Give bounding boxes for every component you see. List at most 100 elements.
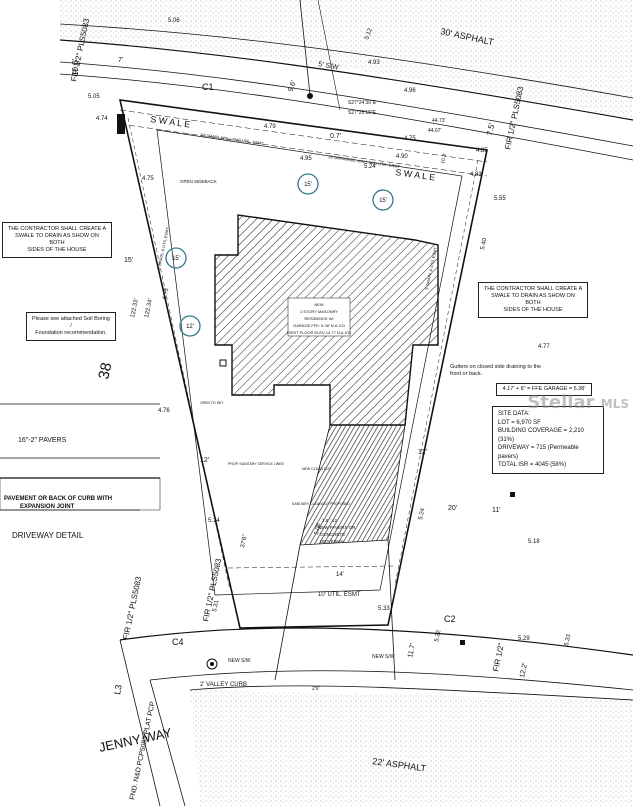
- elev-label: 5.24: [418, 507, 426, 520]
- site-data-building: BUILDING COVERAGE = 2,210 (31%): [498, 428, 584, 443]
- curve-c2: C2: [444, 614, 456, 624]
- ffe-note: 4.17' + 8" = FFE GARAGE = 5.38': [496, 383, 592, 396]
- elev-label: 4.76: [158, 408, 170, 414]
- elev-label: 5.24: [364, 164, 376, 170]
- fir-bottom-left2: FIR 1/2" PLS5083: [201, 557, 223, 622]
- top-road-edge: [59, 39, 633, 121]
- dim-label: S27°24'30"E: [348, 100, 377, 106]
- watermark-brand: Stellar: [527, 392, 595, 413]
- curve-c4: C4: [172, 637, 184, 647]
- dim-label: 122.34': [144, 298, 154, 318]
- dim-label: 7': [118, 57, 123, 64]
- marker-label: 15': [172, 256, 180, 262]
- driveway-label-line: DRIVEWAY: [320, 539, 344, 544]
- note-line: SWALE TO DRAIN AS SHOW ON BOTH: [15, 233, 99, 246]
- elev-label: 4.90: [396, 154, 408, 160]
- dim-label: 37'6": [240, 534, 249, 548]
- watermark: Stellar MLS: [527, 392, 629, 413]
- dim-label: 9.6': [287, 80, 297, 93]
- ffe-text: 4.17' + 8" = FFE GARAGE = 5.38': [502, 386, 586, 392]
- note-line: THE CONTRACTOR SHALL CREATE A: [483, 286, 583, 292]
- swale-right: S W A L E: [395, 167, 436, 182]
- detail-expansion: EXPANSION JOINT: [20, 504, 75, 510]
- dim-label: 11.7': [407, 643, 417, 659]
- circled-markers: 15'15'15'12': [165, 173, 394, 337]
- road-centerline: [299, 0, 311, 96]
- marker-circle: [179, 315, 201, 337]
- dim-label: 12': [200, 457, 209, 464]
- site-data-lot: LOT = 6,970 SF: [498, 419, 541, 426]
- dim-label: 122.33': [130, 298, 140, 318]
- dim-label: 10.3': [440, 153, 448, 165]
- sidewalk-line: [59, 61, 633, 147]
- dim-label: 44.67': [428, 128, 442, 134]
- note-line: SIDES OF THE HOUSE: [503, 307, 563, 313]
- valve: [307, 93, 313, 99]
- sidewalk-line2: [59, 73, 633, 161]
- fir-bottom-right: FIR 1/2": [491, 642, 506, 672]
- top-road-edge2: [59, 23, 633, 99]
- elev-label: 5.33: [378, 606, 390, 612]
- driveway-label-line: NEW PAVERS OR: [318, 525, 356, 530]
- site-data-driveway: DRIVEWAY = 715 (Permeable pavers): [498, 445, 579, 460]
- bottom-road-edge: [119, 627, 633, 656]
- elev-label: 4.75: [142, 176, 154, 182]
- marker-label: 15': [304, 182, 312, 188]
- prop-sanitary: PROP. SANITARY SERVICE LINES: [228, 462, 285, 466]
- elev-label: 5.29: [518, 636, 530, 642]
- fnd-bottom: FND. N&D PCP5083 PLAT PCP: [129, 701, 157, 801]
- dim-label: 0.7': [330, 133, 341, 140]
- elev-label: 5.55: [494, 196, 506, 202]
- site-data-box: SITE DATA: LOT = 6,970 SF BUILDING COVER…: [492, 406, 604, 474]
- curve-c1: C1: [202, 82, 214, 92]
- dim-label: 10' DRAIN. WALL AND UTIL. ESMT: [200, 132, 265, 146]
- elev-label: 4.85: [476, 148, 488, 154]
- dim-label: 7.5': [485, 122, 497, 137]
- house-note-line: 1 STORY MASONRY: [300, 309, 338, 314]
- elev-label: 5.12: [364, 27, 374, 41]
- elev-label: 4.96: [404, 88, 416, 94]
- note-line: Please see attached Soil Boring /: [32, 316, 110, 329]
- elev-label: 5.06: [168, 18, 180, 24]
- dim-label: 10.0': [71, 58, 80, 76]
- elev-label: 4.74: [96, 116, 108, 122]
- house-note-line: NEW: [314, 302, 324, 307]
- marker-circle: [297, 173, 319, 195]
- elev-label: 4.79: [264, 124, 276, 130]
- swale-top: S W A L E: [150, 114, 191, 129]
- driveway-label-line: 1.8 : 12: [322, 518, 338, 523]
- dim-label: S27°25'15"E: [348, 110, 377, 116]
- marker-label: 15': [379, 198, 387, 204]
- house-note-line: GARAGE FFE: 5.38' N.A.V.D: [293, 323, 345, 328]
- contractor-note-right: THE CONTRACTOR SHALL CREATE A SWALE TO D…: [478, 282, 588, 318]
- new-sw-left: NEW S/W: [228, 658, 251, 664]
- note-line: SWALE TO DRAIN AS SHOW ON BOTH: [491, 293, 575, 306]
- elev-label: 5.31: [212, 599, 220, 612]
- elev-label: 5.33: [564, 633, 572, 646]
- dim-label: 14': [336, 572, 344, 578]
- left-road-line: [119, 639, 161, 806]
- site-data-title: SITE DATA:: [498, 411, 530, 417]
- lot-boundary: [118, 99, 488, 629]
- dim-label: 15': [124, 257, 133, 264]
- house-note-line: RESIDENCE W/: [304, 316, 334, 321]
- elev-label: 4.77: [538, 344, 550, 350]
- lot-number: 38: [95, 361, 115, 381]
- bottom-road-asphalt: [190, 690, 633, 806]
- dim-label: 12': [418, 449, 427, 456]
- note-line: THE CONTRACTOR SHALL CREATE A: [7, 226, 107, 232]
- elev-label: 5.14: [208, 518, 220, 524]
- driveway-label-line: CONCRETE: [320, 532, 345, 537]
- new-clean-out: NEW CLEAN OUT: [302, 467, 332, 471]
- note-line: front or back.: [450, 371, 483, 377]
- elev-label: 4.75: [404, 136, 416, 142]
- valley-curb-label: 2' VALLEY CURB: [200, 682, 247, 688]
- sanitary-cleanout: SANITARY CLEANOUT PROPOSED: [292, 502, 350, 506]
- elev-label: 5.05: [88, 94, 100, 100]
- street-name: JENNY WAY: [98, 725, 174, 755]
- new-sw-right: NEW S/W: [372, 654, 395, 660]
- soil-boring-note: Please see attached Soil Boring / Founda…: [26, 312, 116, 341]
- elev-label: 5.40: [480, 237, 488, 250]
- elev-label: 5.18: [528, 539, 540, 545]
